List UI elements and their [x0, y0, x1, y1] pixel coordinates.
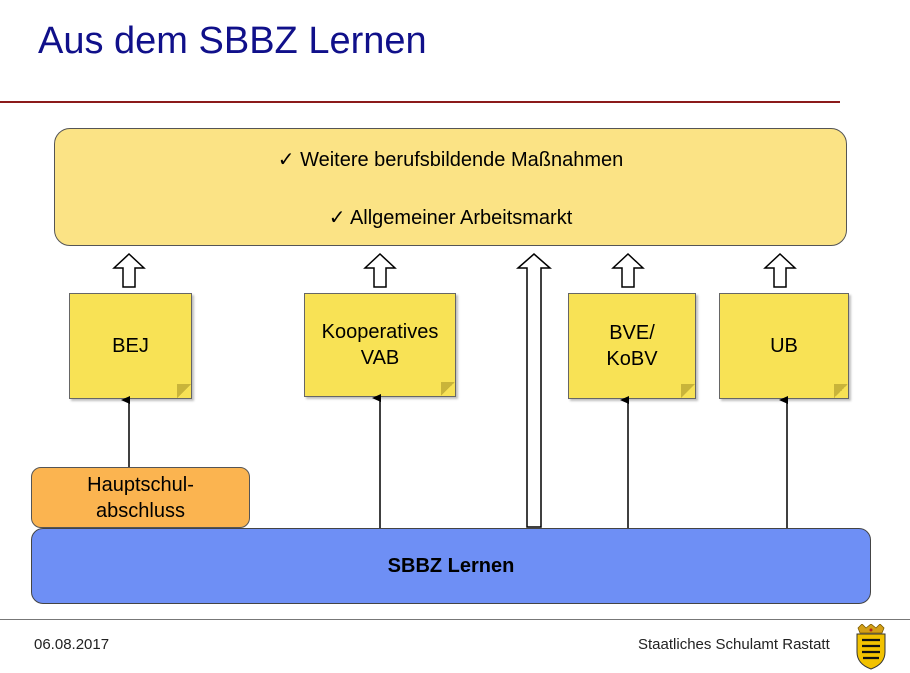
hauptschul-line1: Hauptschul- [87, 473, 194, 496]
note-ub: UB [719, 293, 849, 399]
block-arrow-ub-up [763, 252, 797, 288]
page-title: Aus dem SBBZ Lernen [38, 20, 427, 62]
note-bve-line2: KoBV [606, 348, 658, 370]
note-bve-kobv: BVE/ KoBV [568, 293, 696, 399]
note-fold [441, 382, 455, 396]
note-vab-line2: VAB [360, 347, 400, 369]
outcome-labour-market: ✓ Allgemeiner Arbeitsmarkt [328, 207, 573, 229]
outcome-further-training: ✓ Weitere berufsbildende Maßnahmen [277, 149, 624, 171]
note-fold [834, 384, 848, 398]
footer-date: 06.08.2017 [34, 636, 110, 653]
footer-divider [0, 619, 910, 620]
note-fold [177, 384, 191, 398]
hauptschul-line2: abschluss [96, 499, 185, 522]
sbbz-lernen-label: SBBZ Lernen [387, 554, 515, 577]
note-bej-label: BEJ [112, 335, 149, 357]
block-arrow-vab-up [363, 252, 397, 288]
outcomes-box: ✓ Weitere berufsbildende Maßnahmen ✓ All… [54, 128, 847, 246]
note-ub-label: UB [770, 335, 798, 357]
note-bej: BEJ [69, 293, 192, 399]
block-arrow-direct-up [516, 253, 552, 528]
baden-wuerttemberg-crest-icon [856, 624, 886, 670]
note-fold [681, 384, 695, 398]
footer-organisation: Staatliches Schulamt Rastatt [638, 636, 830, 653]
note-bve-line1: BVE/ [609, 322, 655, 344]
title-divider [0, 101, 840, 103]
sbbz-lernen-box: SBBZ Lernen [31, 528, 871, 604]
note-kooperatives-vab: Kooperatives VAB [304, 293, 456, 397]
block-arrow-bej-up [112, 252, 146, 288]
block-arrow-bve-up [611, 252, 645, 288]
note-vab-line1: Kooperatives [321, 321, 439, 343]
hauptschulabschluss-box: Hauptschul- abschluss [31, 467, 250, 528]
